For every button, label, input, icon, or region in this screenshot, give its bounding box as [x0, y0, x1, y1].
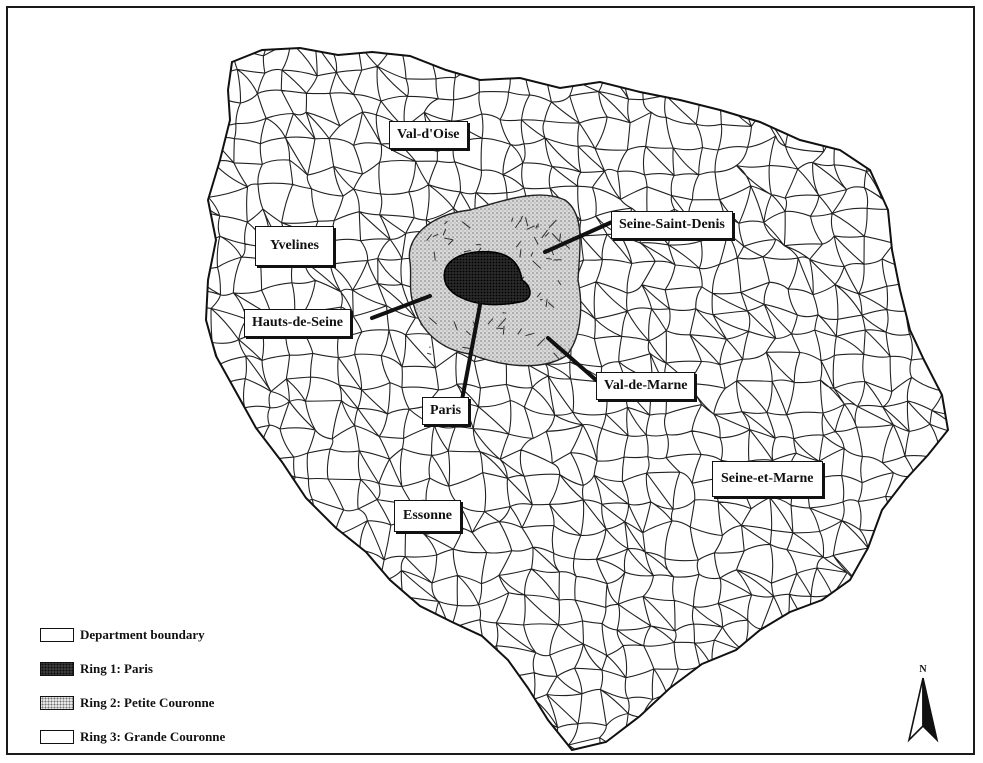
legend-swatch-dark: [40, 662, 74, 676]
leader-val-de-marne: [546, 336, 598, 382]
label-essonne: Essonne: [394, 500, 462, 532]
north-arrow: N: [905, 664, 941, 744]
legend-label: Ring 2: Petite Couronne: [80, 695, 215, 710]
legend-item-ring-1: Ring 1: Paris: [40, 660, 225, 678]
region-border: [204, 46, 950, 752]
label-seine-et-marne: Seine-et-Marne: [712, 461, 823, 497]
label-paris: Paris: [422, 397, 470, 425]
leader-paris: [460, 303, 482, 402]
region-fill: [206, 48, 948, 750]
label-leader-lines: [370, 220, 614, 402]
legend-swatch-plain: [40, 628, 74, 642]
legend-item-ring-2: Ring 2: Petite Couronne: [40, 694, 225, 712]
map-legend: Department boundary Ring 1: Paris Ring 2…: [40, 626, 225, 762]
north-label: N: [919, 664, 927, 675]
label-hauts-de-seine: Hauts-de-Seine: [244, 309, 351, 337]
legend-label: Department boundary: [80, 627, 205, 642]
ring-areas: [408, 194, 582, 367]
legend-label: Ring 1: Paris: [80, 661, 153, 676]
label-yvelines: Yvelines: [255, 226, 334, 266]
label-val-de-marne: Val-de-Marne: [596, 372, 696, 400]
legend-item-ring-3: Ring 3: Grande Couronne: [40, 728, 225, 746]
legend-swatch-stippled: [40, 696, 74, 710]
label-seine-saint-denis: Seine-Saint-Denis: [611, 211, 733, 239]
label-val-d-oise: Val-d'Oise: [389, 121, 468, 149]
north-arrow-icon: [907, 677, 939, 743]
region-fill-shape: [206, 48, 948, 750]
legend-item-department-boundary: Department boundary: [40, 626, 225, 644]
legend-swatch-plain: [40, 730, 74, 744]
region-outline: [204, 46, 950, 752]
leader-hauts-de-seine: [370, 294, 432, 320]
ring-1-paris: [443, 250, 531, 306]
legend-label: Ring 3: Grande Couronne: [80, 729, 226, 744]
leader-seine-saint-denis: [543, 220, 614, 254]
